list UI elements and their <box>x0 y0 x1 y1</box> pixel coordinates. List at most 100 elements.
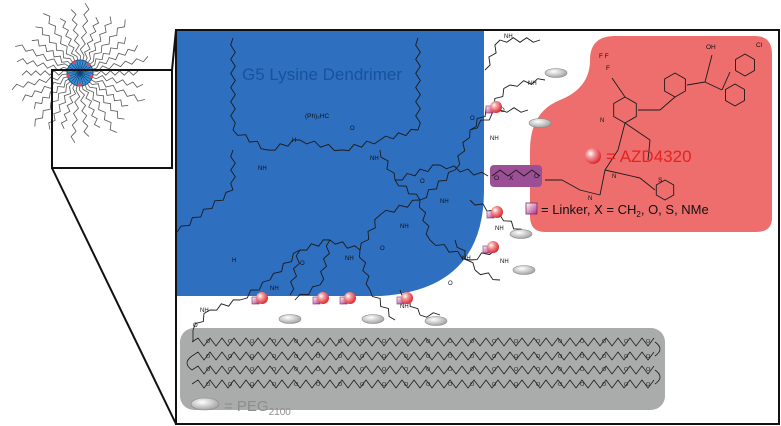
peg-oxygen-label: O <box>294 354 299 360</box>
atom-label: O <box>193 323 198 329</box>
dendrimer-bond-chain <box>379 128 419 141</box>
thumb-arm <box>35 26 81 74</box>
peg-oxygen-label: O <box>316 382 321 388</box>
peg-oxygen-label: O <box>228 354 233 360</box>
peg-oxygen-label: O <box>580 354 585 360</box>
dendrimer-bond-chain <box>379 149 396 181</box>
thumb-core-ray <box>79 72 91 80</box>
thumb-drug-dot <box>77 83 82 87</box>
peg-oxygen-label: O <box>646 382 651 388</box>
dendrimer-bond-chain <box>294 284 321 301</box>
dendrimer-bond-chain <box>394 179 421 201</box>
peg-oxygen-label: O <box>602 382 607 388</box>
thumb-arm <box>22 72 81 102</box>
peg-oxygen-label: O <box>514 339 519 345</box>
dendrimer-bond-chain <box>299 239 331 251</box>
peg-chain-connector <box>186 355 193 371</box>
thumb-core-ray <box>79 72 92 77</box>
linker-bond <box>491 169 541 177</box>
peg-oxygen-label: O <box>382 382 387 388</box>
thumb-core-ray <box>79 72 84 85</box>
atom-label: NH <box>400 224 409 230</box>
dendrimer-bond-chain <box>319 239 331 286</box>
peg-oxygen-label: O <box>316 354 321 360</box>
peg-oxygen-label: O <box>360 367 365 373</box>
drug-bond <box>686 81 706 86</box>
chlorine-label: Cl <box>756 42 763 49</box>
linker-x-label: X <box>509 175 514 182</box>
peg-oxygen-label: O <box>250 339 255 345</box>
atom-label: O <box>448 281 453 287</box>
peg-ellipse <box>424 316 448 326</box>
thumb-drug-dot <box>89 74 94 79</box>
peg-oxygen-label: O <box>580 339 585 345</box>
peg-oxygen-label: O <box>646 354 651 360</box>
peg-oxygen-label: O <box>558 382 563 388</box>
peg-oxygen-label: O <box>448 382 453 388</box>
peg-chain-connector <box>654 341 661 357</box>
thumb-core-ray <box>73 62 81 74</box>
thumb-arm <box>70 9 81 74</box>
peg-oxygen-label: O <box>558 354 563 360</box>
core-group-label: (Ph)₂HC <box>305 113 329 120</box>
amide-o-label: O <box>494 175 499 182</box>
drug-bond <box>617 122 626 151</box>
peg-oxygen-label: O <box>404 382 409 388</box>
peg-legend: = PEG2100 <box>190 397 292 418</box>
linker-legend-label: = Linker, X = CH2, O, S, NMe <box>541 202 709 219</box>
thumb-core-ray <box>68 72 81 77</box>
drug-bond <box>647 139 651 161</box>
peg-oxygen-label: O <box>426 367 431 373</box>
peg-markers <box>278 68 568 326</box>
thumb-arm <box>79 56 149 74</box>
thumb-arm <box>15 44 81 74</box>
thumb-arm <box>79 2 90 74</box>
dendrimer-bond-chain <box>358 249 371 291</box>
atom-label: NH <box>528 81 537 87</box>
peg-chain <box>191 337 655 347</box>
atom-label: NH <box>462 256 471 262</box>
dendrimer-bond-chain <box>269 249 301 281</box>
drug-bond <box>604 149 619 171</box>
peg-oxygen-label: O <box>470 354 475 360</box>
peg-legend-sub: 2100 <box>269 407 292 418</box>
peg-oxygen-label: O <box>206 382 211 388</box>
dendrimer-title: G5 Lysine Dendrimer <box>242 65 402 84</box>
thumb-arm <box>31 39 81 74</box>
peg-region <box>180 328 665 410</box>
peg-oxygen-label: O <box>360 382 365 388</box>
drug-sphere <box>490 101 502 113</box>
peg-oxygen-label: O <box>228 367 233 373</box>
dendrimer-bond-chain <box>454 239 476 271</box>
thumb-core-ray <box>79 61 84 74</box>
drug-sphere <box>487 241 499 253</box>
thumb-arm <box>79 19 126 74</box>
thumb-core-ray <box>76 61 81 74</box>
peg-ellipse-icon <box>190 397 220 411</box>
thumb-arm <box>70 72 81 144</box>
peg-oxygen-label: O <box>294 382 299 388</box>
drug-bond <box>721 71 731 91</box>
thumb-arm <box>42 13 81 74</box>
peg-ellipse <box>361 314 385 324</box>
thumb-core-ray <box>69 72 81 80</box>
dendrimer-bond-chain <box>415 37 421 131</box>
drug-sphere <box>256 292 268 304</box>
atom-label: NH <box>258 166 267 172</box>
atom-label: H <box>292 138 296 144</box>
conjugate-markers <box>251 101 503 305</box>
peg-oxygen-label: O <box>272 354 277 360</box>
atom-label: NH <box>440 199 449 205</box>
dendrimer-bond-chain <box>341 139 381 152</box>
peg-oxygen-label: O <box>206 339 211 345</box>
peg-chain <box>191 379 655 389</box>
thumb-core-ray <box>73 72 81 84</box>
peg-ellipse <box>512 265 536 275</box>
atom-label: NH <box>270 286 279 292</box>
thumb-arm <box>59 18 81 74</box>
peg-oxygen-label: O <box>206 354 211 360</box>
thumb-arm <box>34 72 81 127</box>
drug-sphere <box>317 292 329 304</box>
thumb-drug-dot <box>66 74 71 78</box>
